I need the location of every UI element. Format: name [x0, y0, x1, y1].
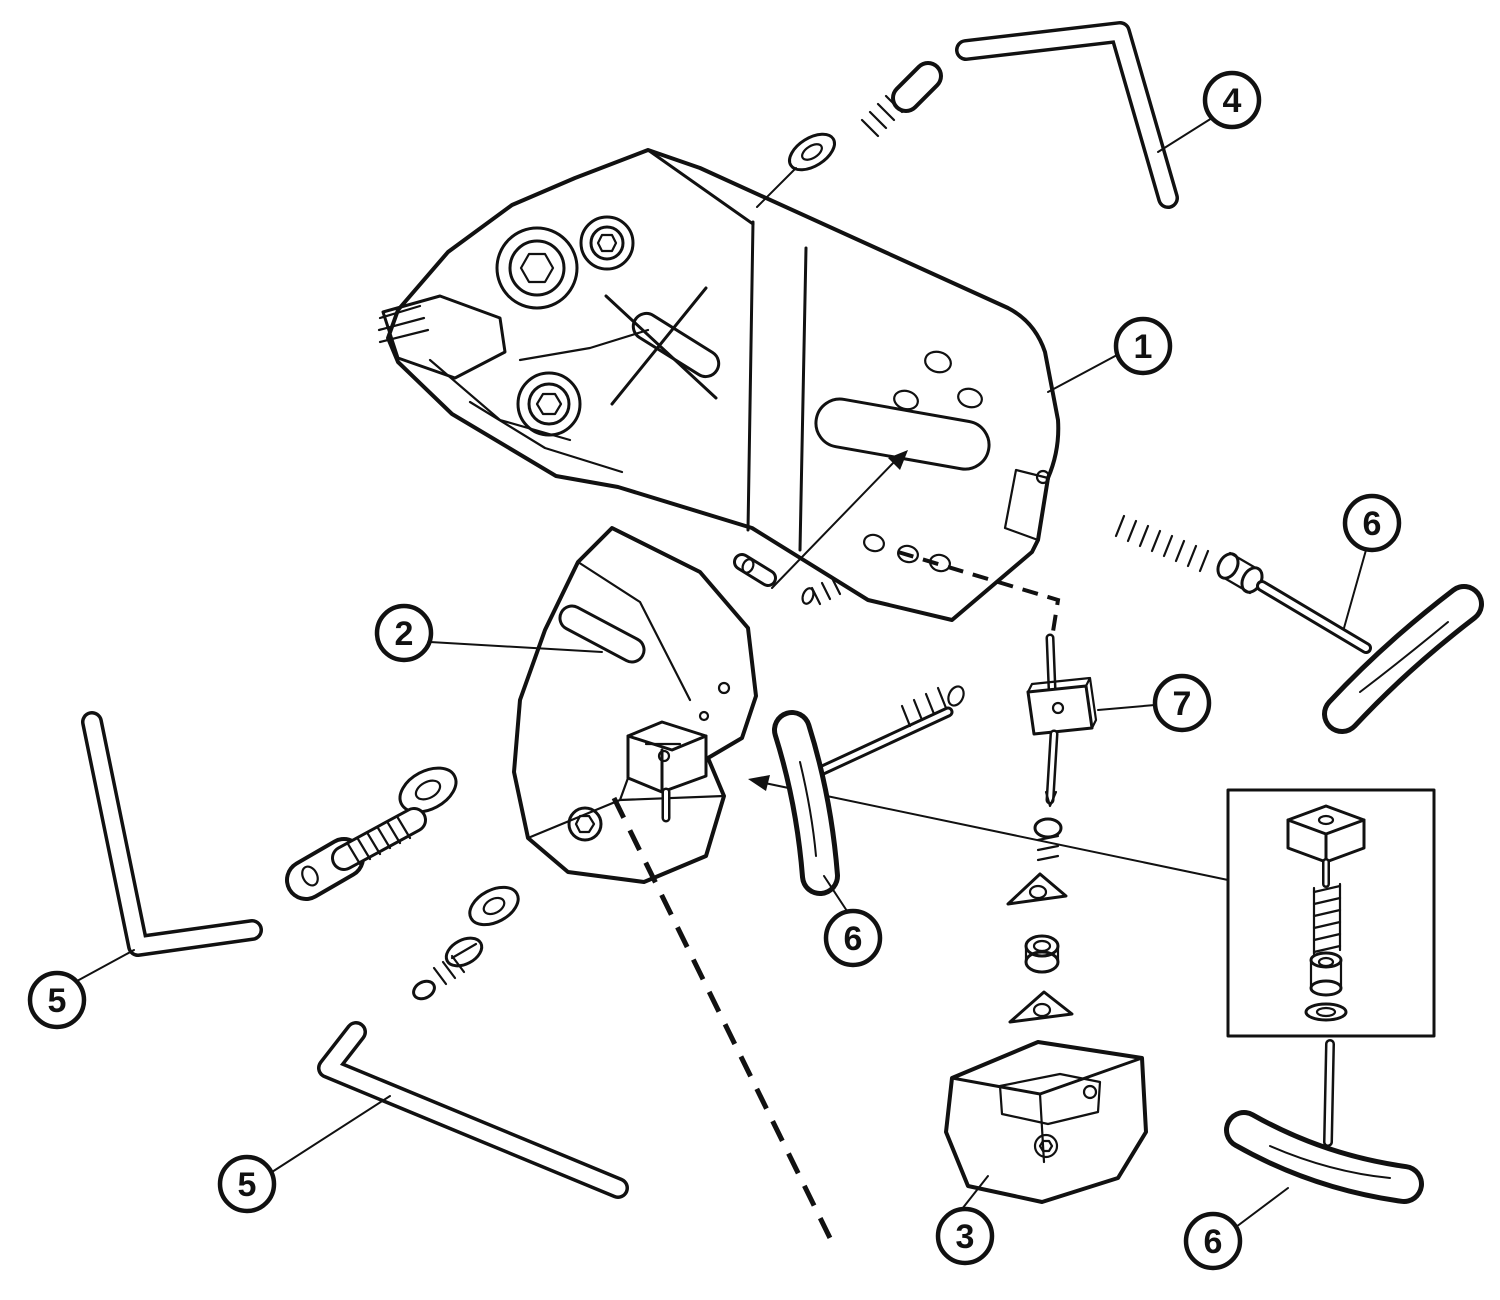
clamp-bracket	[512, 526, 758, 884]
callout-6-bottom-label: 6	[1204, 1223, 1223, 1261]
callout-2-label: 2	[395, 615, 414, 653]
callout-5-bottom-label: 5	[238, 1166, 257, 1204]
t-nut	[1286, 804, 1366, 864]
body-hole	[893, 389, 919, 411]
callout-6-center-label: 6	[844, 920, 863, 958]
slotted-set-screw	[412, 936, 484, 1001]
clamp-screw-large	[495, 226, 579, 310]
callout-7-label: 7	[1173, 685, 1192, 723]
callout-5-bottom: 5	[217, 1095, 391, 1214]
callout-2: 2	[374, 603, 603, 663]
insert-shim	[1024, 934, 1060, 974]
washer	[468, 885, 520, 927]
body-hole	[863, 533, 885, 553]
clamp-screw-upper	[579, 215, 635, 271]
cutter-nose	[381, 294, 507, 380]
main-body	[377, 148, 1061, 622]
insert-pocket	[626, 720, 708, 823]
callout-5-left: 5	[27, 949, 135, 1030]
pointer-arrow	[748, 775, 770, 791]
callout-3: 3	[935, 1175, 995, 1266]
pin-block	[1026, 676, 1098, 736]
hex-key-top	[955, 21, 1179, 209]
bracket-screw	[567, 806, 603, 842]
callout-6-right: 6	[1342, 493, 1402, 629]
spring-screw	[1309, 858, 1343, 997]
hidden-edge-dashed-lines	[611, 550, 1061, 1240]
callouts: 1 2 3 4 5 5 6	[27, 70, 1402, 1271]
callout-1: 1	[1047, 316, 1173, 393]
detail-leader-line	[748, 775, 1229, 881]
triangular-insert	[1006, 872, 1068, 906]
cap-screw	[285, 807, 427, 901]
callout-6-bottom: 6	[1183, 1187, 1289, 1271]
callout-6-right-label: 6	[1363, 505, 1382, 543]
callout-7: 7	[1097, 673, 1212, 733]
body-hole	[924, 350, 952, 374]
triangular-insert	[1008, 990, 1074, 1024]
inset-detail-box	[1226, 788, 1436, 1038]
callout-1-label: 1	[1134, 328, 1153, 366]
t-handle-wrench-bottom	[1224, 1039, 1424, 1204]
washer	[788, 132, 836, 172]
spring	[860, 94, 904, 138]
pointer-arrow	[888, 450, 908, 470]
body-pocket-pointer	[771, 450, 908, 589]
upper-slot	[631, 311, 721, 379]
body-hole	[957, 387, 983, 409]
left-fastener-set	[285, 766, 520, 1001]
pin-block-stack	[1006, 633, 1098, 1024]
t-handle-wrench-right	[1256, 580, 1484, 734]
callout-3-label: 3	[956, 1218, 975, 1256]
tension-screw-spring-right	[1114, 514, 1264, 595]
cartridge	[944, 1040, 1148, 1204]
hex-key-left	[81, 711, 263, 957]
washer	[398, 766, 458, 814]
callout-4: 4	[1157, 70, 1262, 153]
set-screws	[733, 553, 842, 606]
callout-6-center: 6	[823, 875, 883, 968]
callout-5-left-label: 5	[48, 982, 67, 1020]
spring	[900, 685, 965, 728]
hex-key-bottom	[317, 1021, 629, 1199]
top-screw-assembly	[756, 61, 943, 208]
insert-screw	[1033, 817, 1063, 862]
washer	[1304, 1002, 1348, 1022]
bracket-slot	[558, 604, 646, 664]
t-handle-wrench-center	[772, 685, 965, 896]
callout-4-label: 4	[1223, 82, 1242, 120]
